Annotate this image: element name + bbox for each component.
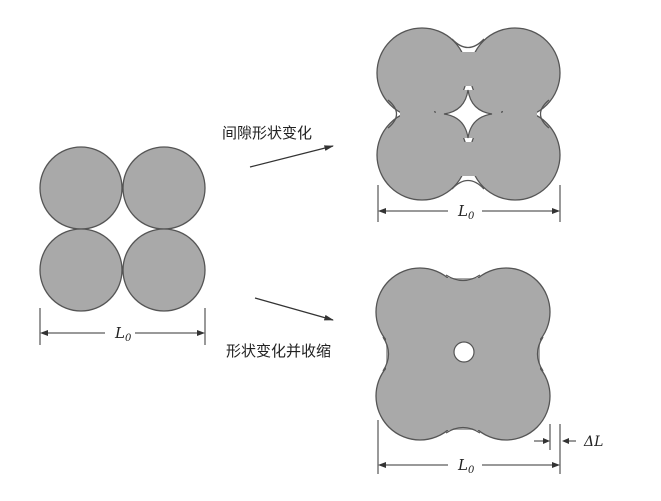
- pore-upper: [443, 89, 493, 139]
- dimension-necked: L0: [377, 185, 561, 222]
- dimension-label-shrunk: L0: [457, 456, 475, 476]
- initial-particles: [39, 146, 206, 312]
- delta-l-label: ΔL: [583, 434, 603, 450]
- arrow-lower: [254, 297, 334, 321]
- necked-particles: [376, 27, 561, 201]
- dimension-label-initial: L0: [114, 324, 132, 344]
- particle-bottom-left: [39, 228, 123, 312]
- arrow-upper: [249, 145, 334, 168]
- dimension-shrunk: L0 ΔL: [377, 420, 603, 476]
- label-shape-change-and-shrink: 形状变化并收缩: [226, 342, 331, 360]
- densified-particles: [375, 267, 551, 441]
- dimension-initial: L0: [39, 308, 206, 345]
- particle-top-left: [39, 146, 123, 230]
- pore-lower: [453, 341, 475, 363]
- label-pore-shape-change: 间隙形状变化: [222, 124, 312, 142]
- dimension-label-necked: L0: [457, 202, 475, 222]
- particle-top-right: [122, 146, 206, 230]
- particle-bottom-right: [122, 228, 206, 312]
